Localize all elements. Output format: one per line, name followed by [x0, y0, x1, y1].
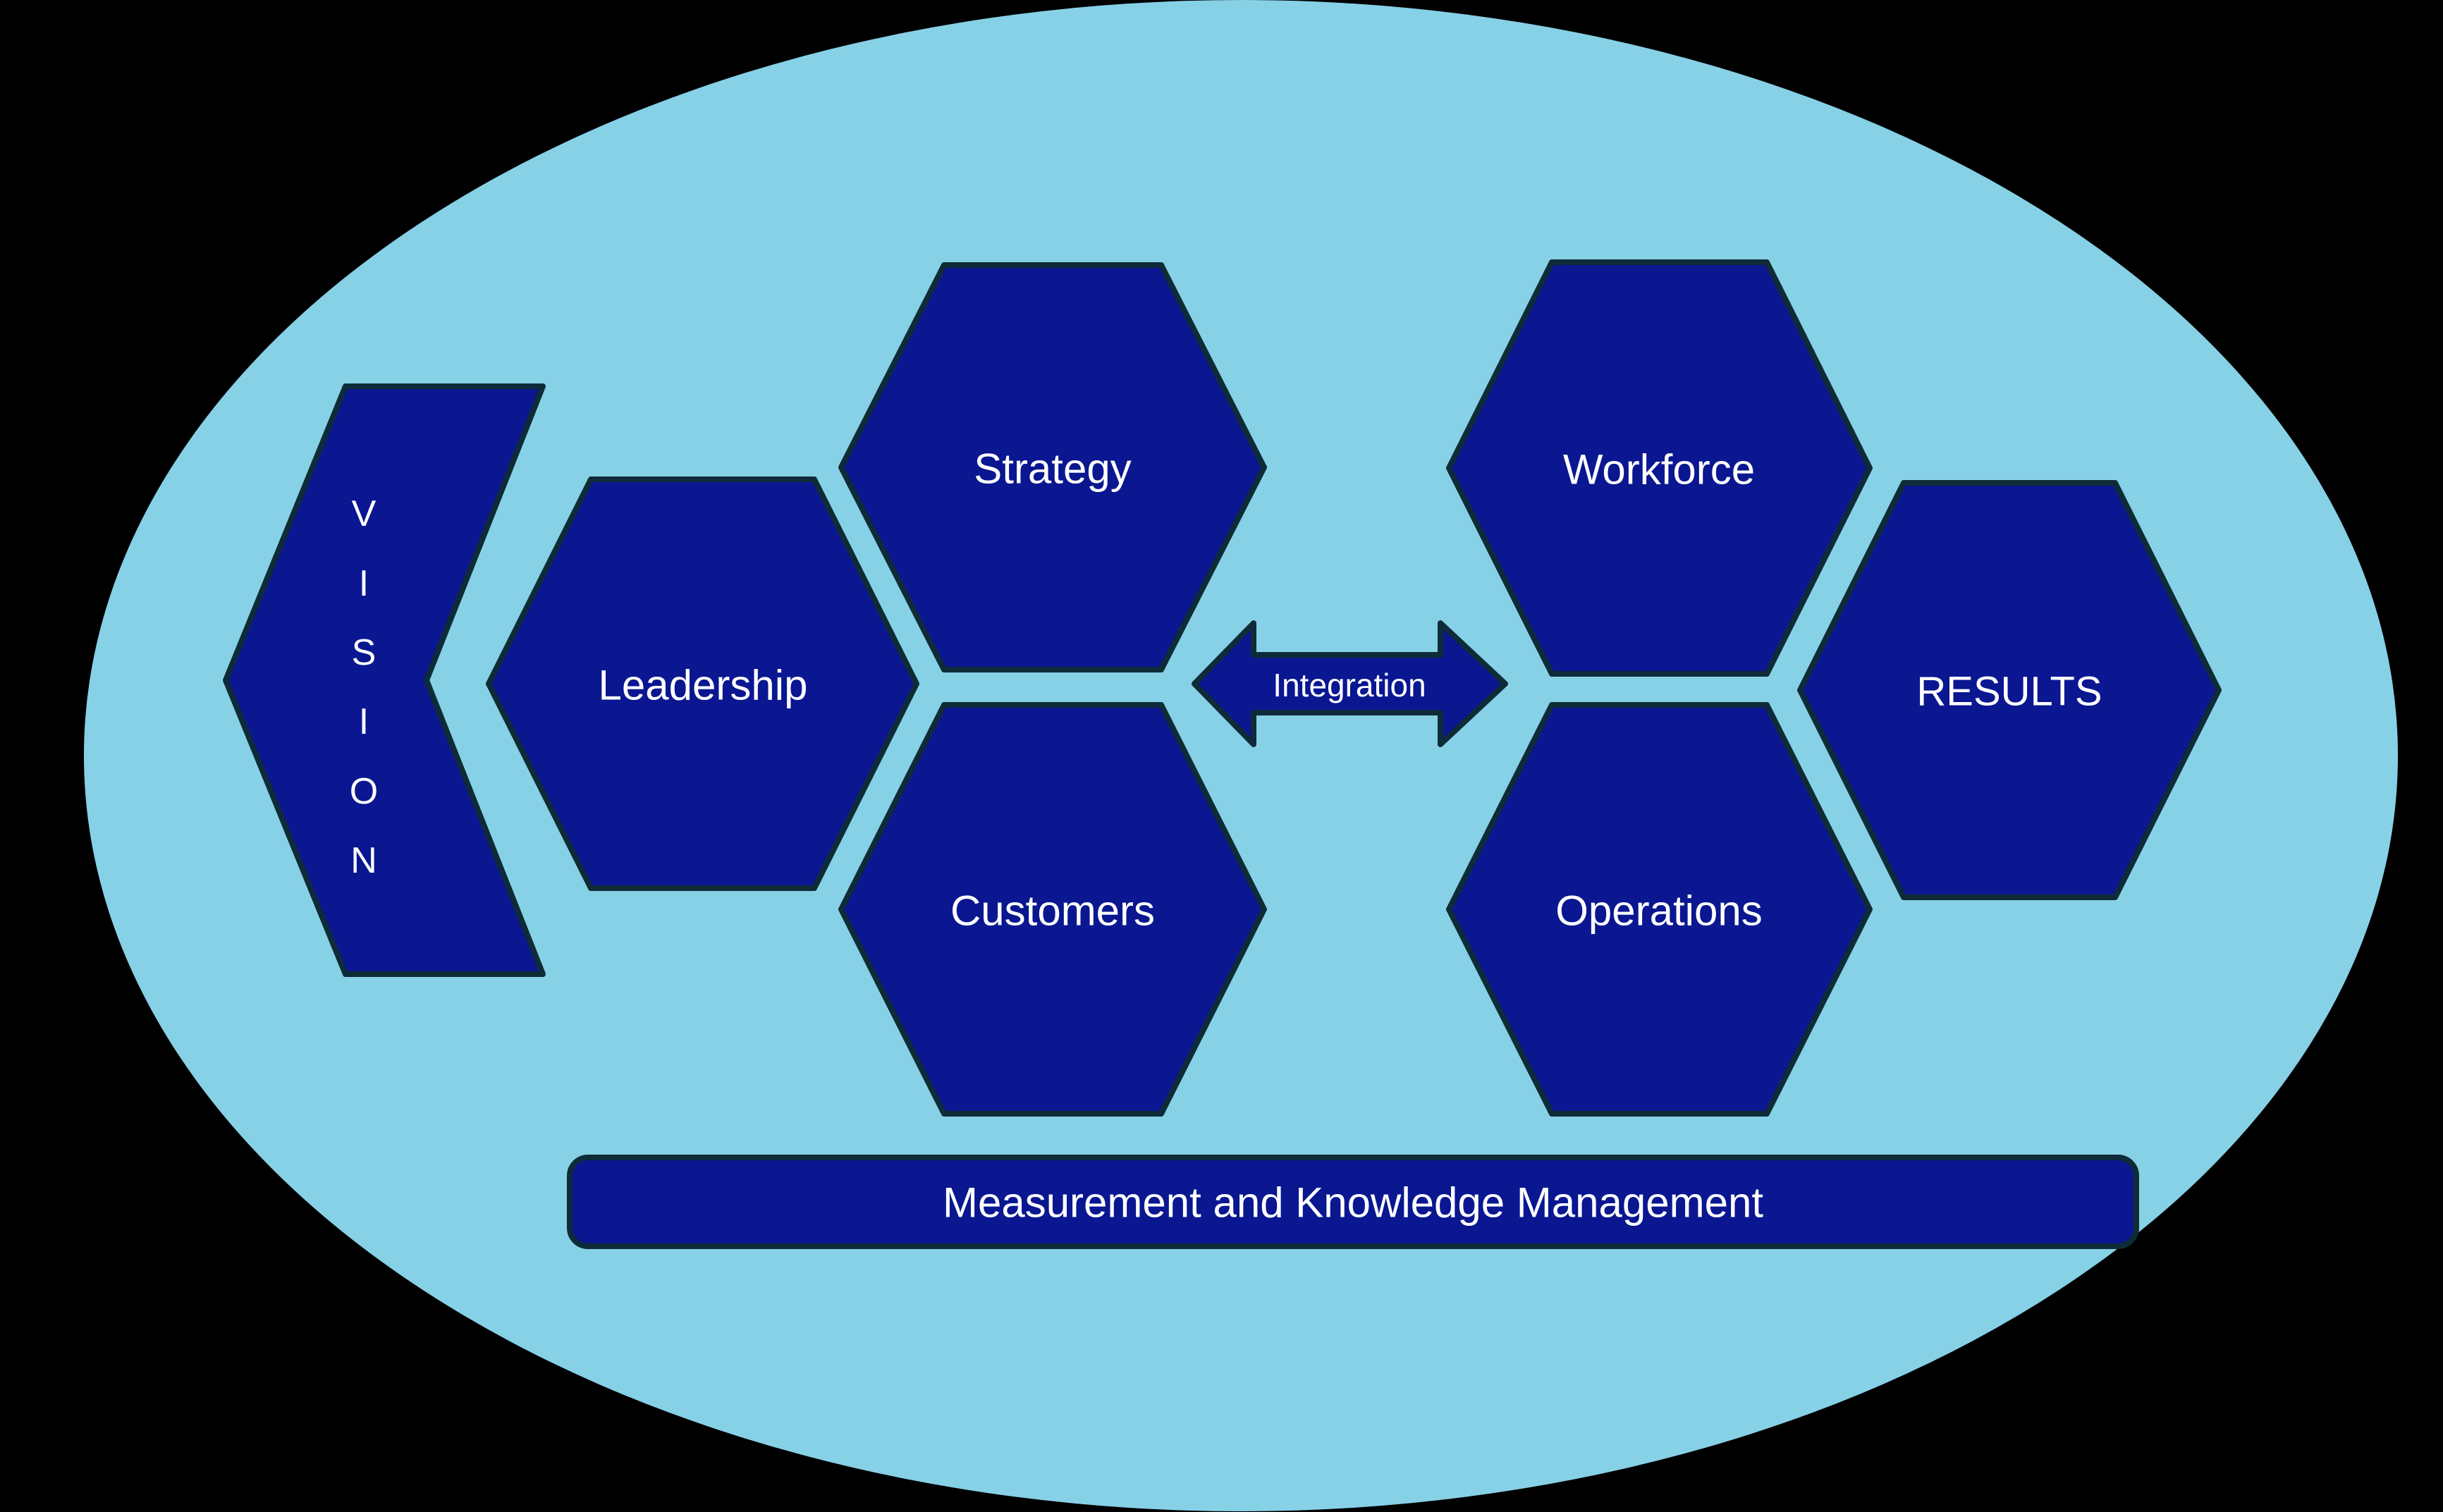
operations-label: Operations [1555, 887, 1763, 935]
hexagon-operations: Operations [1446, 702, 1873, 1117]
foundation-bar: Measurement and Knowledge Management [567, 1155, 2139, 1249]
foundation-label: Measurement and Knowledge Management [943, 1179, 1763, 1227]
vision-letter-3: S [352, 632, 376, 673]
hexagon-results: RESULTS [1797, 480, 2222, 900]
workforce-label: Workforce [1563, 446, 1755, 493]
vision-letter-5: O [350, 771, 378, 812]
customers-label: Customers [950, 887, 1155, 935]
leadership-hexagon-shape [486, 477, 919, 891]
vision-letter-4: I [359, 701, 369, 742]
vision-chevron: V I S I O N [223, 383, 546, 977]
hexagon-leadership: Leadership [486, 477, 919, 891]
results-label: RESULTS [1916, 669, 2102, 715]
integration-label: Integration [1273, 667, 1426, 703]
strategy-label: Strategy [974, 445, 1131, 493]
customers-hexagon-shape [838, 702, 1267, 1117]
double-arrow-icon [1192, 620, 1508, 747]
operations-hexagon-shape [1446, 702, 1873, 1117]
vision-letter-2: I [359, 563, 369, 604]
strategy-hexagon-shape [838, 262, 1267, 672]
leadership-label: Leadership [599, 662, 808, 709]
vision-chevron-shape [223, 383, 546, 977]
integration-arrow: Integration [1192, 620, 1508, 747]
vision-letter-6: N [350, 840, 377, 881]
vision-letter-1: V [352, 493, 376, 534]
hexagon-strategy: Strategy [838, 262, 1267, 672]
foundation-bar-shape [567, 1155, 2139, 1249]
hexagon-customers: Customers [838, 702, 1267, 1117]
workforce-hexagon-shape [1446, 259, 1873, 677]
results-hexagon-shape [1797, 480, 2222, 900]
hexagon-workforce: Workforce [1446, 259, 1873, 677]
